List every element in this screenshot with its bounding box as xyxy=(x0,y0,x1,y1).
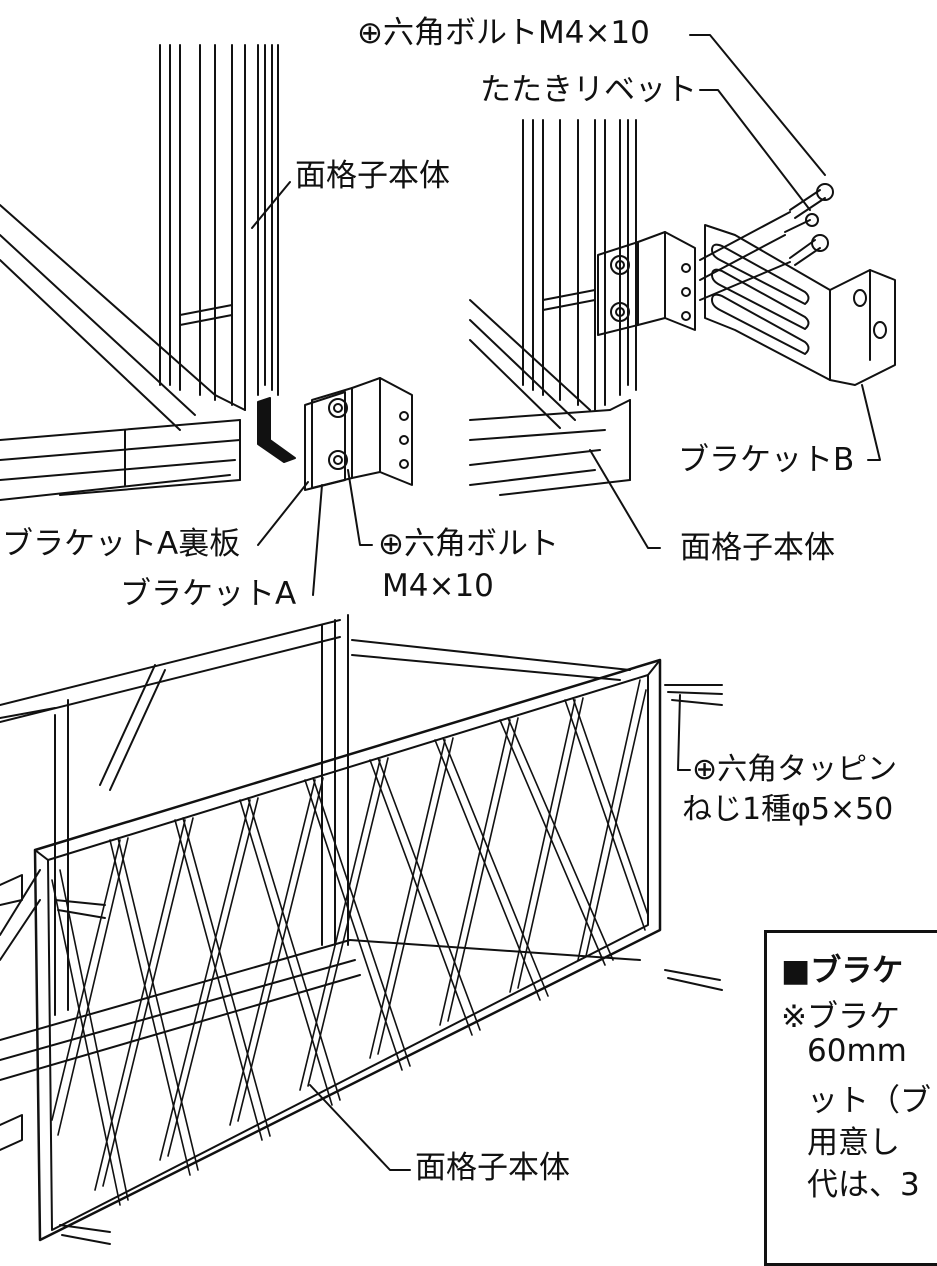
screws xyxy=(54,684,723,1245)
label-bolt-a-2: M4×10 xyxy=(382,568,494,604)
frame-right xyxy=(469,299,631,496)
note-line-1: ※ブラケ xyxy=(781,999,900,1035)
note-line-2: 60mm xyxy=(807,1033,907,1069)
label-screw-1: ⊕六角タッピン xyxy=(692,752,898,787)
side-brackets xyxy=(0,874,23,1151)
window-frame xyxy=(0,614,641,1081)
label-bolt-top: ⊕六角ボルトM4×10 xyxy=(357,15,650,51)
bracket-a-shape xyxy=(304,377,413,491)
lattice-diagonals xyxy=(51,679,649,1206)
bracket-b-small xyxy=(597,231,696,336)
label-bracket-a-back: ブラケットA裏板 xyxy=(2,526,241,562)
label-rivet: たたきリベット xyxy=(480,72,697,108)
label-bracket-b: ブラケットB xyxy=(678,442,855,478)
note-box: ■ブラケ ※ブラケ 60mm ット（ブ 用意し 代は、3 xyxy=(764,930,937,1266)
label-screw-2: ねじ1種φ5×50 xyxy=(682,792,894,827)
note-line-3: ット（ブ xyxy=(807,1083,931,1119)
lattice-frame xyxy=(33,658,662,1242)
note-title: ■ブラケ xyxy=(781,953,904,989)
note-line-4: 用意し xyxy=(807,1125,900,1161)
post-left xyxy=(159,44,279,411)
label-lattice-body-2: 面格子本体 xyxy=(680,530,835,566)
bracket-b-large xyxy=(704,224,896,386)
post-right xyxy=(522,119,637,411)
note-line-5: 代は、3 xyxy=(807,1167,920,1203)
bolts-top xyxy=(699,183,834,301)
label-bolt-a-1: ⊕六角ボルト xyxy=(378,526,559,562)
frame-left xyxy=(0,204,246,501)
label-lattice-body-1: 面格子本体 xyxy=(295,158,450,194)
label-bracket-a: ブラケットA xyxy=(120,576,297,612)
arrow-shape xyxy=(257,397,296,463)
label-lattice-body-3: 面格子本体 xyxy=(415,1150,570,1186)
